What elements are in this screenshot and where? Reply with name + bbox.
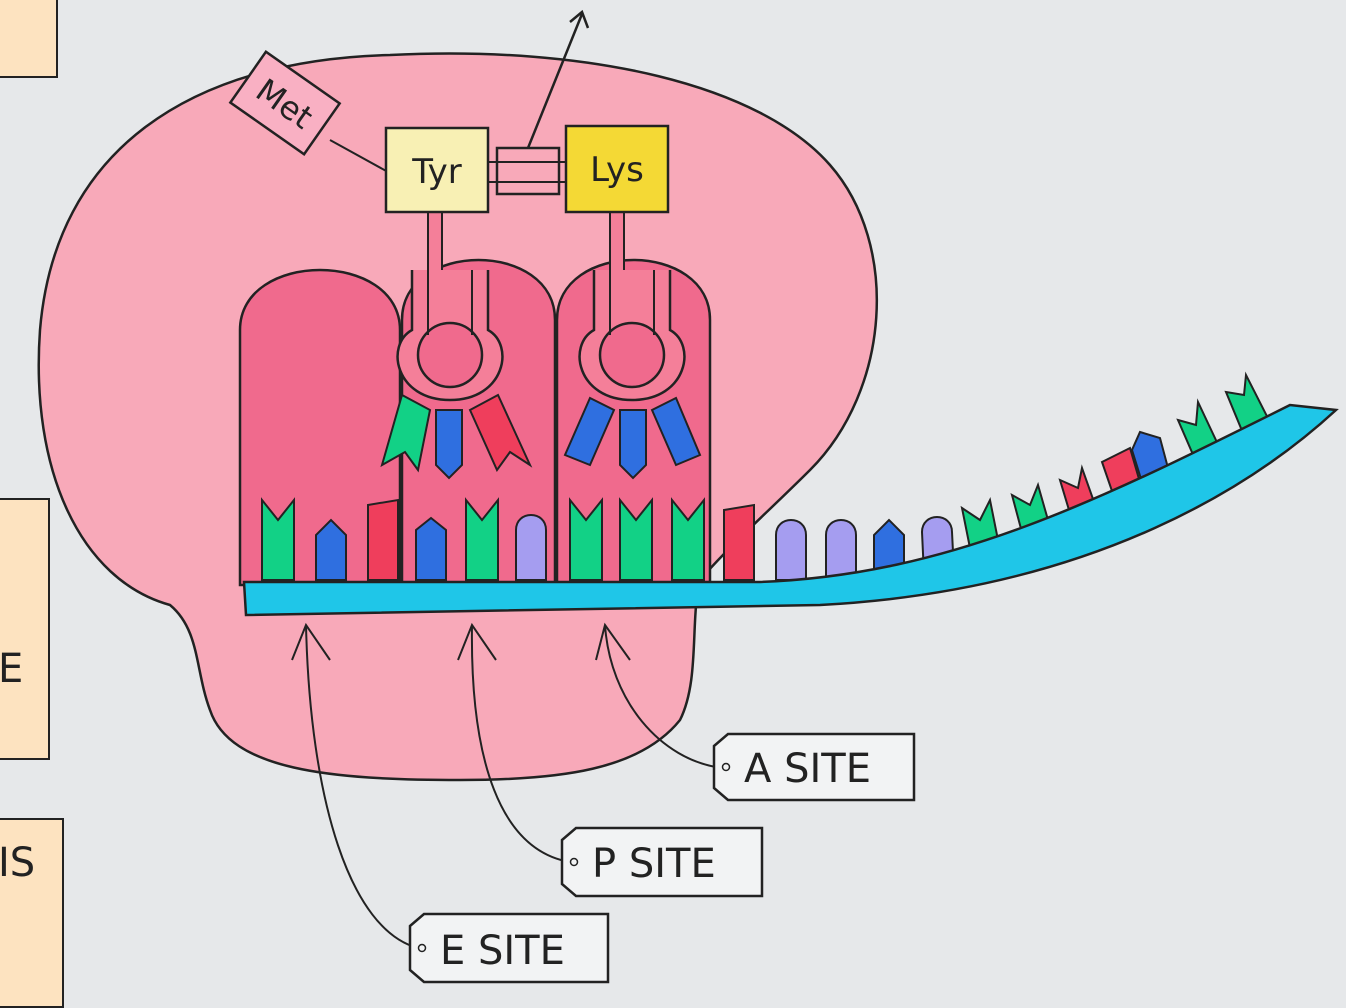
e-site-tag: E SITE xyxy=(410,914,608,982)
trna-p xyxy=(398,270,503,400)
anticodon-p-2 xyxy=(436,410,462,478)
p-site-tag: P SITE xyxy=(562,828,762,896)
anticodon-a-2 xyxy=(620,410,646,478)
a-site-tag: A SITE xyxy=(714,734,914,800)
e-site-label: E SITE xyxy=(440,928,565,974)
lys-label: Lys xyxy=(590,150,644,190)
p-site-label: P SITE xyxy=(592,841,716,887)
trna-a xyxy=(580,270,685,400)
tyr-label: Tyr xyxy=(411,152,462,192)
a-site-label: A SITE xyxy=(744,746,871,792)
